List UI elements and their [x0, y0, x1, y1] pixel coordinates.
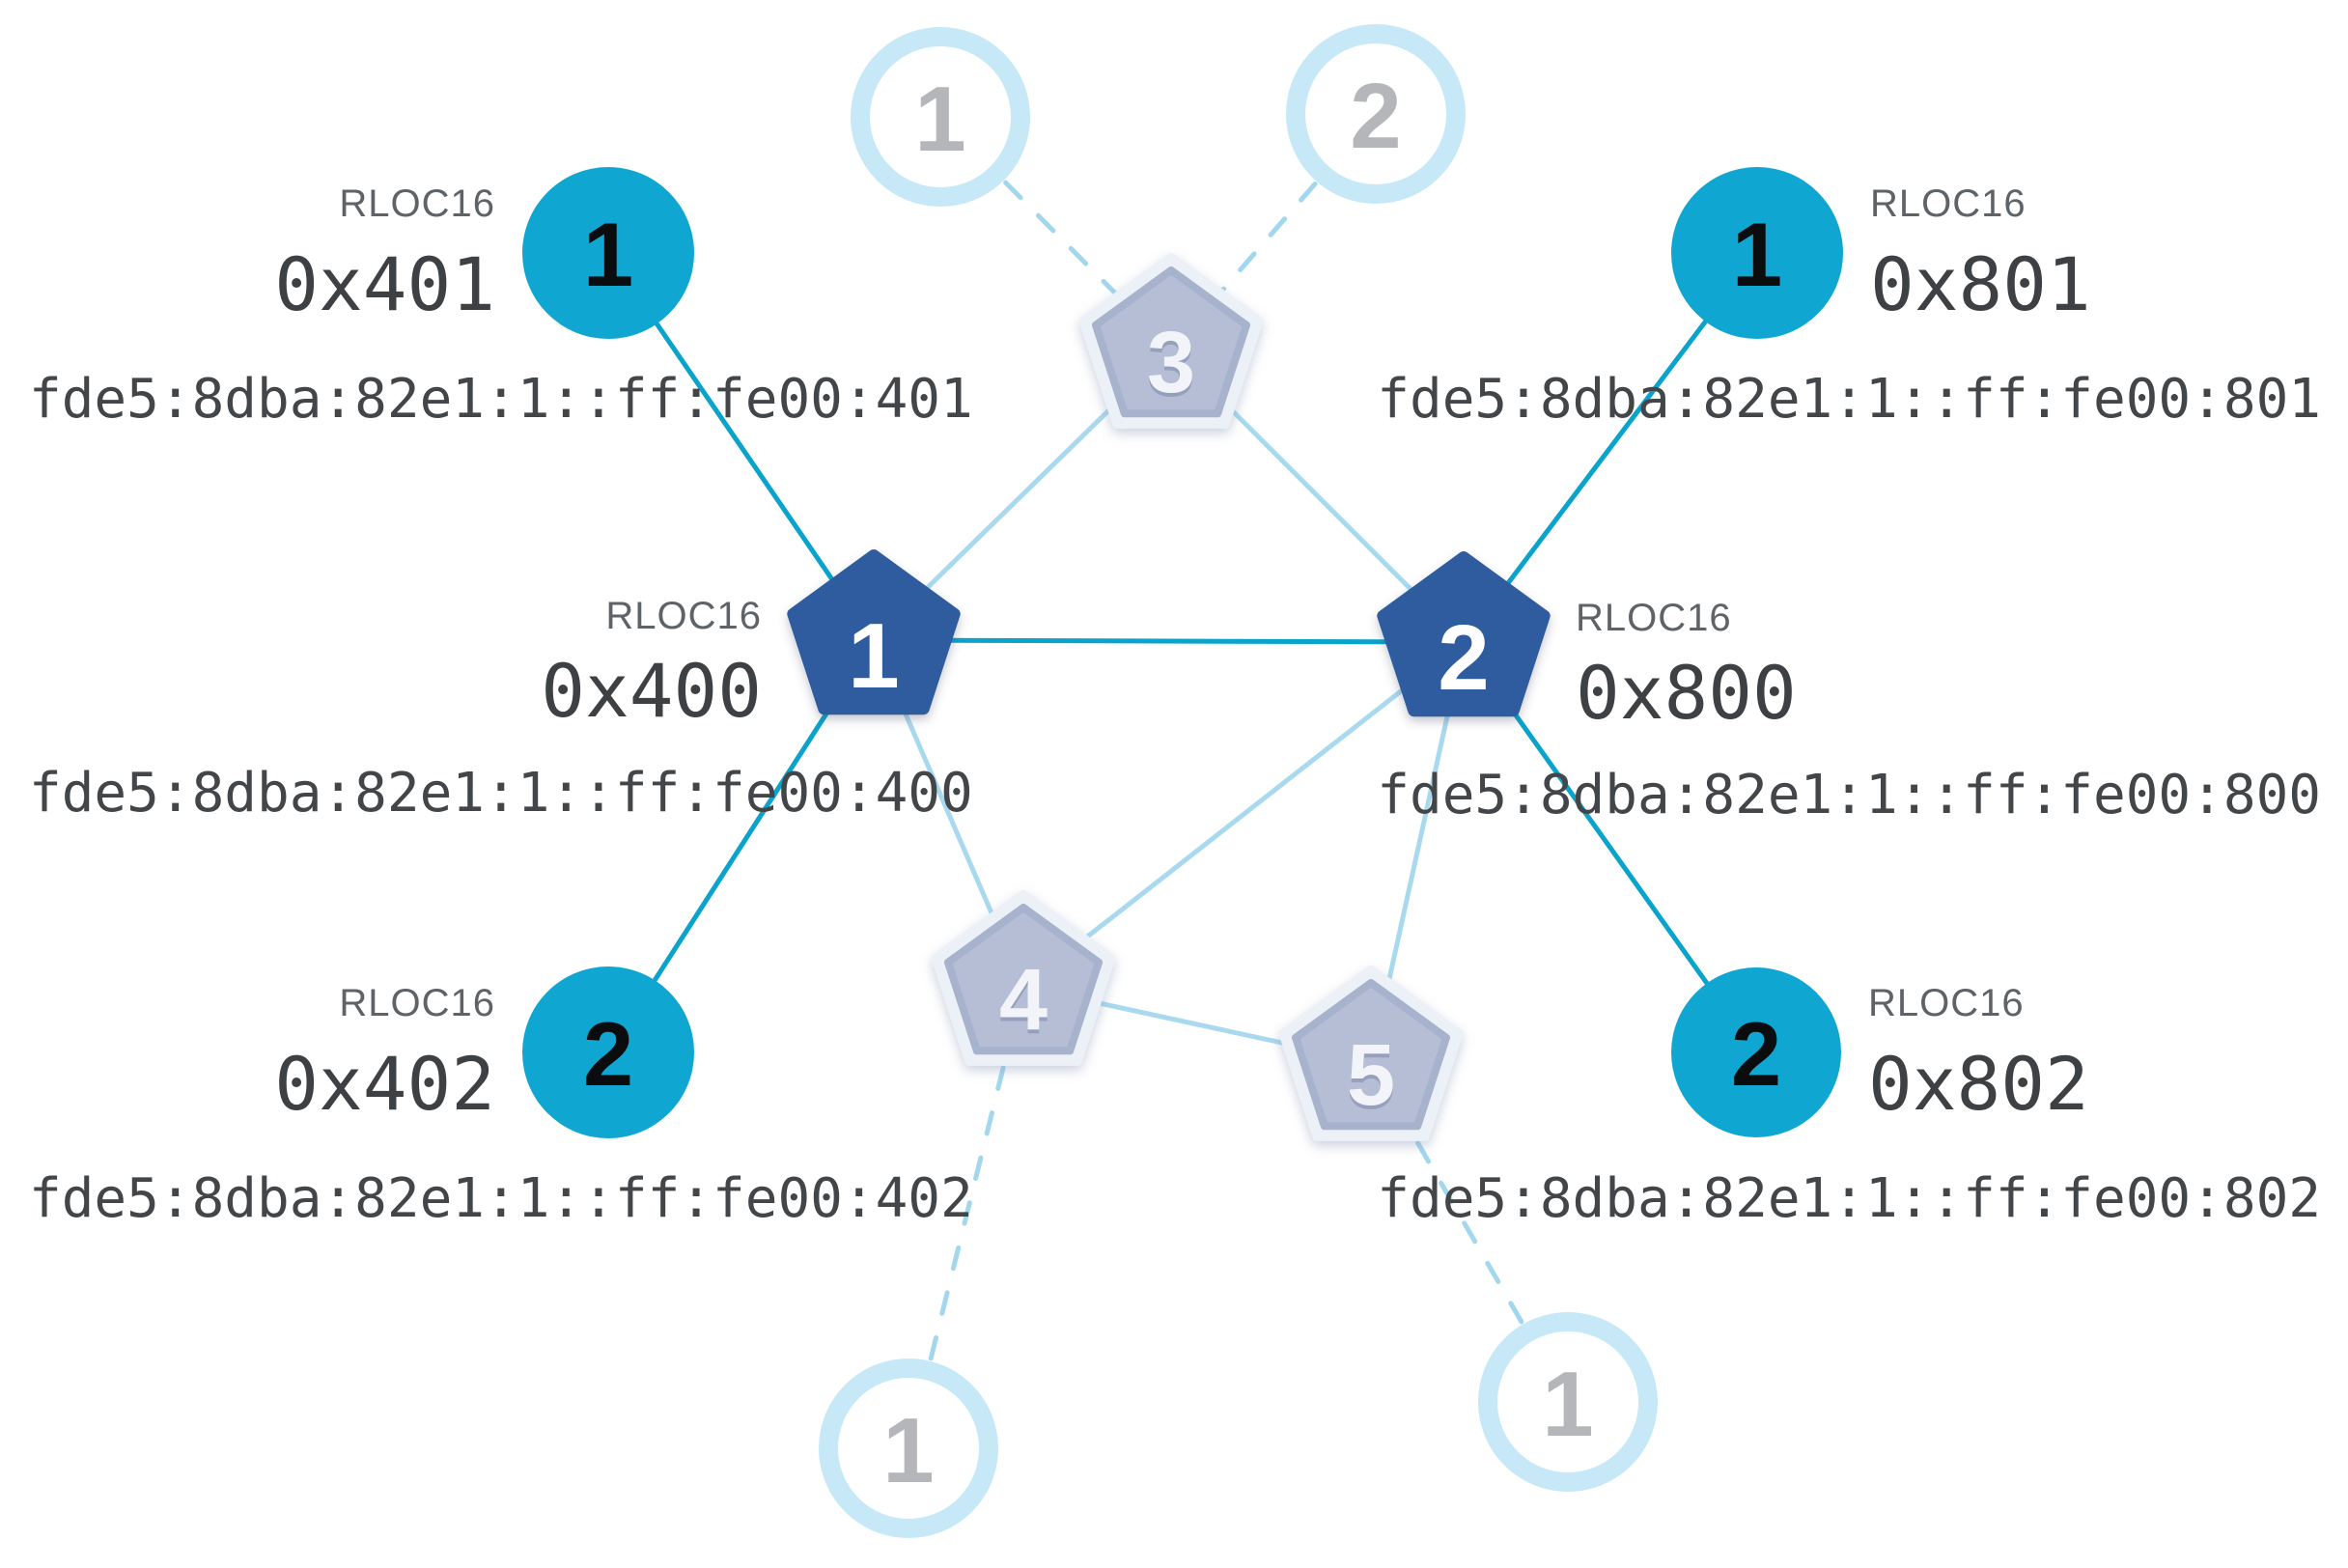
faded-child-1-top-shape [851, 27, 1030, 207]
router-4-label-shadow: 4 [999, 956, 1048, 1052]
router-3-shape [1092, 266, 1250, 418]
child-2-of-router-2-ipv6-address: fde5:8dba:82e1:1::ff:fe00:802 [1377, 1167, 2321, 1230]
child-2-of-router-1-ipv6-address: fde5:8dba:82e1:1::ff:fe00:402 [29, 1167, 973, 1230]
router-2-rloc16-heading: RLOC16 [1576, 597, 1732, 639]
router-5-label: 5 [1347, 1027, 1395, 1124]
router-1-rloc16-heading: RLOC16 [605, 595, 762, 637]
router-4-label: 4 [999, 952, 1048, 1049]
node-faded-child-1-bottom-left[interactable]: 1 [819, 1358, 998, 1538]
child-1-of-router-1-shape [522, 167, 694, 339]
node-faded-child-1-top[interactable]: 1 [851, 27, 1030, 207]
faded-child-2-top-label: 2 [1350, 65, 1401, 168]
router-5-shape [1292, 979, 1450, 1131]
labels-layer: RLOC160x401fde5:8dba:82e1:1::ff:fe00:401… [29, 182, 2321, 1230]
router-3-label: 3 [1147, 315, 1195, 411]
node-child-1-of-router-1[interactable]: 1 [522, 167, 694, 339]
child-1-of-router-1-rloc16-value: 0x401 [274, 241, 495, 327]
faded-child-2-top-shape [1286, 24, 1466, 204]
router-5-label-shadow: 5 [1347, 1031, 1395, 1128]
child-1-of-router-1-rloc16-heading: RLOC16 [339, 182, 495, 225]
node-faded-child-2-top[interactable]: 2 [1286, 24, 1466, 204]
link-router-4--router-2 [1020, 639, 1467, 990]
faded-child-1-bottom-left-shape [819, 1358, 998, 1538]
child-2-of-router-2-label: 2 [1731, 1003, 1781, 1105]
router-2-label: 2 [1438, 606, 1489, 710]
node-router-4[interactable]: 44 [931, 890, 1116, 1066]
child-1-of-router-2-shape [1671, 167, 1843, 339]
node-child-2-of-router-1[interactable]: 2 [522, 966, 694, 1138]
nodes-layer: 1 2 1 2 1 2 33 44 55 1 2 1 1 [522, 24, 1843, 1538]
faded-child-1-bottom-right-shape [1478, 1312, 1658, 1492]
link-faded-child-1-bottom-left--router-4 [906, 984, 1026, 1451]
child-2-of-router-1-rloc16-value: 0x402 [274, 1041, 495, 1127]
child-2-of-router-1-rloc16-heading: RLOC16 [339, 982, 495, 1024]
child-1-of-router-1-ipv6-address: fde5:8dba:82e1:1::ff:fe00:401 [29, 368, 973, 431]
node-router-3[interactable]: 33 [1078, 253, 1264, 429]
child-1-of-router-2-rloc16-heading: RLOC16 [1870, 182, 2027, 225]
router-1-rloc16-value: 0x400 [541, 648, 762, 734]
router-2-rloc16-value: 0x800 [1576, 650, 1797, 736]
child-2-of-router-2-rloc16-heading: RLOC16 [1868, 982, 2025, 1024]
child-1-of-router-2-ipv6-address: fde5:8dba:82e1:1::ff:fe00:801 [1377, 368, 2321, 431]
node-router-2[interactable]: 2 [1377, 551, 1551, 717]
router-2-shape [1377, 551, 1551, 717]
router-3-label-shadow: 3 [1147, 319, 1195, 415]
child-2-of-router-2-shape [1671, 967, 1841, 1137]
child-1-of-router-2-rloc16-value: 0x801 [1870, 241, 2091, 327]
child-2-of-router-1-label: 2 [583, 1003, 633, 1105]
node-router-1[interactable]: 1 [787, 549, 961, 715]
node-child-2-of-router-2[interactable]: 2 [1671, 967, 1841, 1137]
router-1-ipv6-address: fde5:8dba:82e1:1::ff:fe00:400 [29, 762, 973, 825]
faded-child-1-top-label: 1 [914, 68, 965, 171]
router-4-shape [944, 904, 1103, 1055]
node-child-1-of-router-2[interactable]: 1 [1671, 167, 1843, 339]
faded-child-1-bottom-right-label: 1 [1542, 1353, 1593, 1456]
child-1-of-router-1-label: 1 [583, 204, 633, 305]
router-1-shape [787, 549, 961, 715]
child-1-of-router-2-label: 1 [1732, 204, 1782, 305]
router-1-label: 1 [848, 604, 899, 708]
link-router-1--router-2 [871, 637, 1467, 645]
node-router-5[interactable]: 55 [1278, 966, 1464, 1141]
child-2-of-router-2-rloc16-value: 0x802 [1868, 1041, 2089, 1127]
node-faded-child-1-bottom-right[interactable]: 1 [1478, 1312, 1658, 1492]
child-2-of-router-1-shape [522, 966, 694, 1138]
faded-child-1-bottom-left-label: 1 [882, 1399, 934, 1502]
router-2-ipv6-address: fde5:8dba:82e1:1::ff:fe00:800 [1377, 764, 2321, 826]
